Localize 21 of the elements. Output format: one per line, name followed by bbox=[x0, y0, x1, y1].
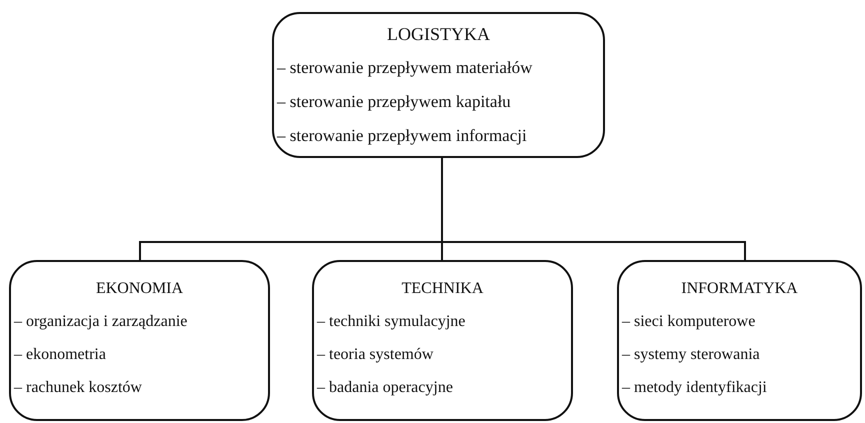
list-item: – sterowanie przepływem kapitału bbox=[277, 92, 511, 112]
list-item: – sieci komputerowe bbox=[622, 313, 756, 332]
rounded-box bbox=[272, 12, 605, 158]
list-item: – rachunek kosztów bbox=[14, 379, 142, 398]
box-heading: EKONOMIA bbox=[96, 280, 184, 298]
list-item: – badania operacyjne bbox=[317, 379, 453, 398]
box-heading: LOGISTYKA bbox=[387, 24, 490, 45]
list-item: – organizacja i zarządzanie bbox=[14, 313, 188, 332]
rounded-box bbox=[617, 260, 862, 421]
list-item: – techniki symulacyjne bbox=[317, 313, 466, 332]
list-item: – sterowanie przepływem materiałów bbox=[277, 58, 532, 78]
rounded-box bbox=[9, 260, 270, 421]
list-item: – teoria systemów bbox=[317, 346, 434, 364]
rounded-box bbox=[312, 260, 573, 421]
box-heading: TECHNIKA bbox=[402, 280, 484, 298]
list-item: – systemy sterowania bbox=[622, 346, 760, 364]
box-heading: INFORMATYKA bbox=[681, 280, 798, 298]
list-item: – ekonometria bbox=[14, 346, 106, 364]
list-item: – sterowanie przepływem informacji bbox=[277, 126, 527, 146]
list-item: – metody identyfikacji bbox=[622, 379, 767, 398]
connector-line bbox=[441, 158, 746, 260]
